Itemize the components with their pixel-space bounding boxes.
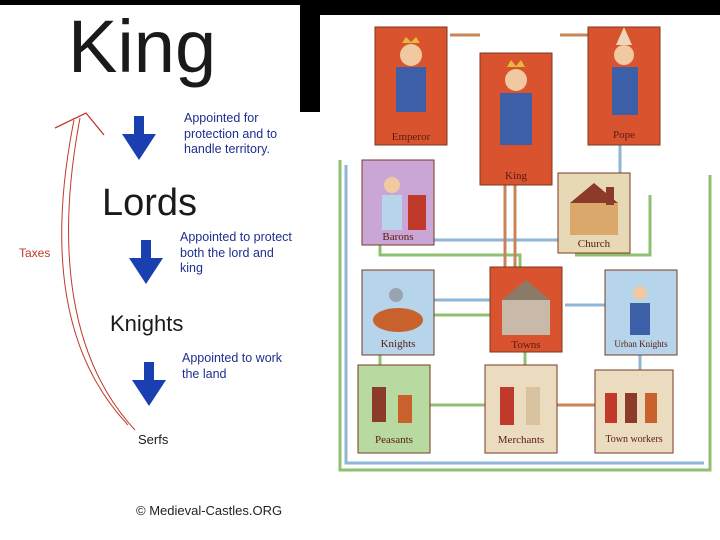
label-barons: Barons [382,231,414,243]
down-arrow-icon-2 [129,240,163,284]
label-church: Church [577,238,611,250]
card-town-workers [594,369,674,454]
label-merchants: Merchants [497,434,545,446]
card-emperor [374,26,448,146]
level-serfs: Serfs [138,432,169,447]
label-towns: Towns [511,339,541,351]
note-serfs: Appointed to work the land [182,351,283,381]
taxes-label: Taxes [19,246,51,260]
society-illustration: Emperor Pope King Barons Church Knights … [320,15,720,485]
card-towns [489,266,563,353]
card-urban-knights [604,269,678,356]
level-king: King [68,5,217,88]
label-knights: Knights [380,338,416,350]
card-pope [587,26,661,146]
card-peasants [357,364,431,454]
card-church [557,172,631,254]
card-knights [361,269,435,356]
label-peasants: Peasants [375,434,413,446]
taxes-arrow-icon [54,112,136,431]
label-king: King [505,170,527,182]
card-king [479,52,553,186]
down-arrow-icon-1 [122,116,156,160]
label-pope: Pope [613,129,635,141]
card-merchants [484,364,558,454]
flow-lines [338,33,712,472]
label-emperor: Emperor [391,131,431,143]
note-lords: Appointed for protection and to handle t… [184,111,278,156]
hierarchy-arrows [54,112,166,431]
level-lords: Lords [102,182,198,224]
label-urban-knights: Urban Knights [614,339,668,349]
label-town-workers: Town workers [605,434,663,445]
copyright-notice: © Medieval-Castles.ORG [136,503,283,518]
card-barons [361,159,435,246]
note-knights: Appointed to protect both the lord and k… [180,230,292,275]
level-knights: Knights [110,311,184,336]
society-diagram [338,26,712,472]
down-arrow-icon-3 [132,362,166,406]
panel-gap [300,112,320,540]
